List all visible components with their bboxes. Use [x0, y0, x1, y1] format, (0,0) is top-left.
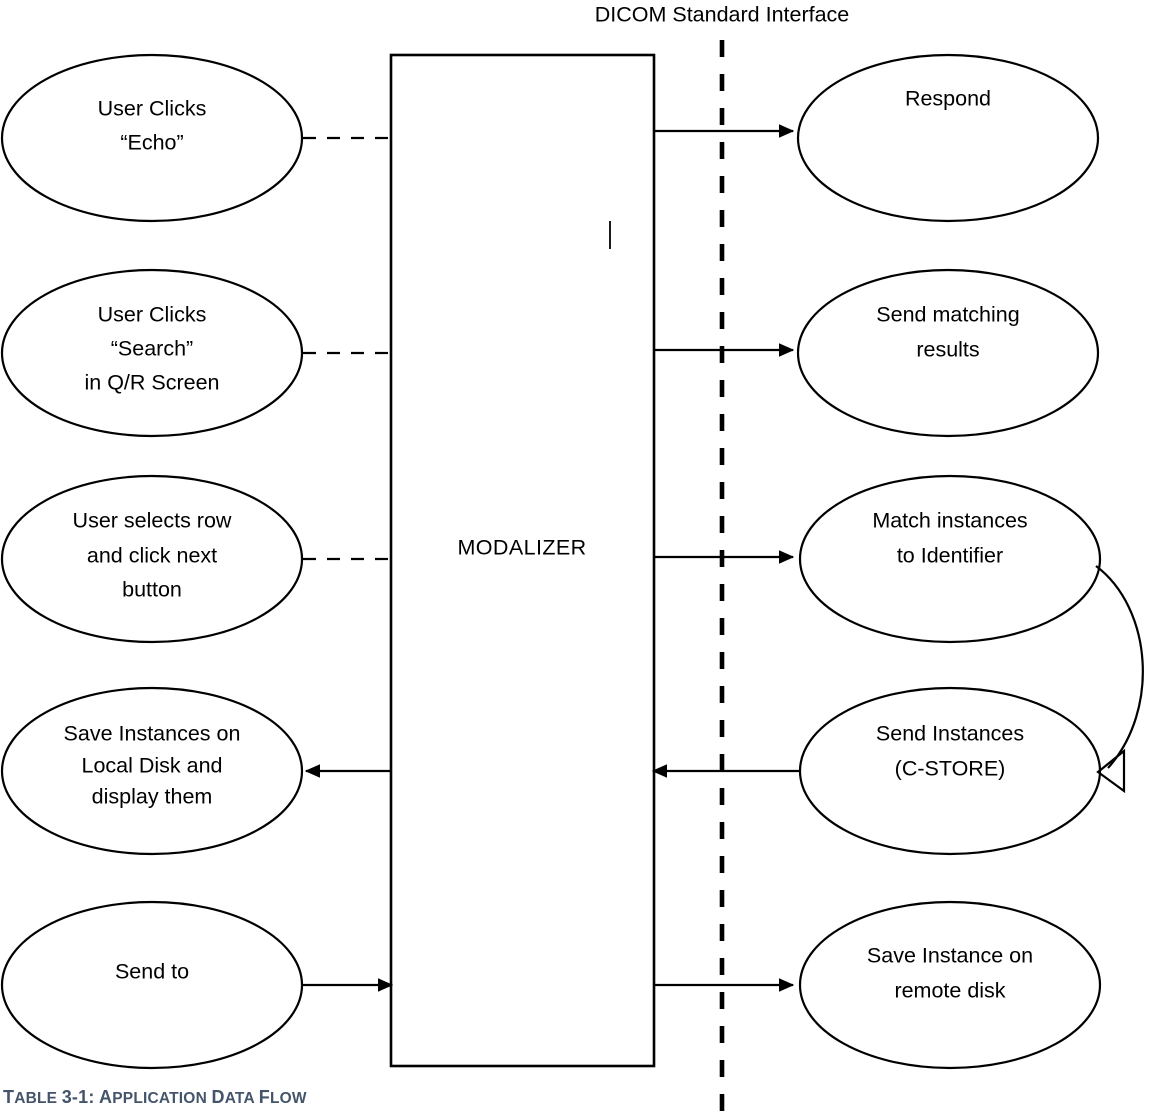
node-label-line1: User selects row	[73, 509, 232, 533]
node-send-matching-results[interactable]: Send matching results	[796, 268, 1100, 438]
node-label-line1: Send matching	[876, 303, 1019, 327]
node-match-instances-to-identifier[interactable]: Match instances to Identifier	[798, 474, 1102, 644]
open-arrowhead-icon	[1096, 748, 1126, 794]
node-label-line3: button	[122, 578, 182, 602]
node-label-line2: (C-STORE)	[895, 757, 1006, 781]
node-label-line2: to Identifier	[897, 544, 1003, 568]
node-label-line2: and click next	[87, 544, 217, 568]
boundary-title: DICOM Standard Interface	[595, 3, 850, 27]
node-label-line2: “Search”	[111, 337, 193, 361]
modalizer-hub-label: MODALIZER	[457, 536, 586, 560]
caption-part-8: F	[258, 1087, 270, 1107]
node-label-line1: Save Instances on	[64, 722, 241, 746]
node-label-line1: Respond	[905, 87, 991, 111]
node-label-line2: Local Disk and	[81, 754, 222, 778]
node-label-line1: Match instances	[872, 509, 1027, 533]
node-label-line1: User Clicks	[98, 97, 207, 121]
node-respond[interactable]: Respond	[796, 53, 1100, 223]
node-label-line2: “Echo”	[120, 131, 183, 155]
node-label-line2: remote disk	[894, 979, 1005, 1003]
node-user-selects-row[interactable]: User selects row and click next button	[0, 474, 304, 644]
node-send-instances-c-store[interactable]: Send Instances (C-STORE)	[798, 686, 1102, 856]
caption-part-4: A	[99, 1087, 113, 1107]
node-label-line3: display them	[92, 785, 213, 809]
caption-part-7: ATA	[224, 1090, 259, 1107]
node-label-line1: Send Instances	[876, 722, 1024, 746]
caption-part-2: ABLE	[14, 1090, 62, 1107]
node-user-clicks-search[interactable]: User Clicks “Search” in Q/R Screen	[0, 268, 304, 438]
figure-caption: TABLE 3-1: APPLICATION DATA FLOW	[3, 1087, 307, 1108]
caption-part-1: T	[3, 1087, 15, 1107]
caption-part-5: PPLICATION	[112, 1090, 212, 1107]
node-send-to[interactable]: Send to	[0, 900, 304, 1070]
node-label-line1: Save Instance on	[867, 944, 1033, 968]
node-label-line1: User Clicks	[98, 303, 207, 327]
caption-part-6: D	[211, 1087, 225, 1107]
caption-part-3: 3-1:	[61, 1087, 100, 1107]
node-label-line3: in Q/R Screen	[84, 371, 219, 395]
node-label-line1: Send to	[115, 960, 189, 984]
node-label-line2: results	[916, 338, 979, 362]
node-save-instances-local-disk[interactable]: Save Instances on Local Disk and display…	[0, 686, 304, 856]
node-save-instance-remote-disk[interactable]: Save Instance on remote disk	[798, 900, 1102, 1070]
modalizer-hub-box[interactable]	[389, 53, 656, 1068]
node-user-clicks-echo[interactable]: User Clicks “Echo”	[0, 53, 304, 223]
caption-part-9: LOW	[269, 1090, 307, 1107]
loop-connector-match-to-send-instances	[1095, 565, 1144, 769]
